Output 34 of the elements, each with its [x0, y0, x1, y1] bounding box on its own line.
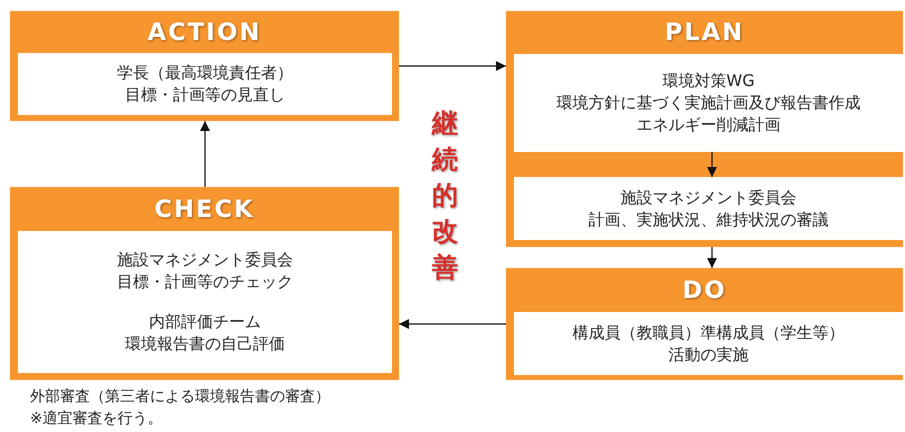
phase-box	[10, 187, 399, 380]
body-text: 構成員（教職員）準構成員（学生等）	[572, 322, 844, 344]
body-text: 目標・計画等のチェック	[117, 271, 293, 293]
info-panel	[514, 54, 903, 152]
arrow	[399, 319, 506, 329]
phase-box	[506, 268, 903, 380]
note-text: ※適宜審査を行う。	[30, 408, 163, 429]
body-text: 目標・計画等の見直し	[125, 84, 285, 106]
vertical-label: 継続的改善	[431, 108, 459, 285]
body-text: 施設マネジメント委員会	[620, 186, 796, 208]
phase-heading: PLAN	[664, 17, 746, 48]
info-panel	[18, 53, 392, 115]
body-text: 内部評価チーム	[149, 311, 261, 333]
body-text: 環境対策WG	[662, 70, 755, 92]
arrow	[399, 61, 506, 71]
arrow	[200, 121, 210, 187]
body-text: 施設マネジメント委員会	[117, 249, 293, 271]
arrow	[707, 152, 717, 177]
phase-box	[506, 11, 903, 247]
info-panel	[18, 231, 392, 373]
body-text: 環境報告書の自己評価	[125, 333, 285, 355]
phase-heading: ACTION	[146, 17, 262, 48]
body-text: エネルギー削減計画	[636, 114, 780, 136]
body-text: 活動の実施	[668, 344, 748, 366]
phase-heading: CHECK	[153, 194, 256, 225]
arrow	[707, 247, 717, 268]
note-text: 外部審査（第三者による環境報告書の審査）	[30, 386, 330, 407]
info-panel	[514, 312, 903, 375]
body-text: 環境方針に基づく実施計画及び報告書作成	[556, 92, 860, 114]
phase-box	[10, 11, 399, 121]
phase-heading: DO	[681, 275, 728, 306]
info-panel	[514, 177, 903, 240]
body-text: 学長（最高環境責任者）	[117, 62, 293, 84]
body-text: 計画、実施状況、維持状況の審議	[588, 208, 828, 230]
